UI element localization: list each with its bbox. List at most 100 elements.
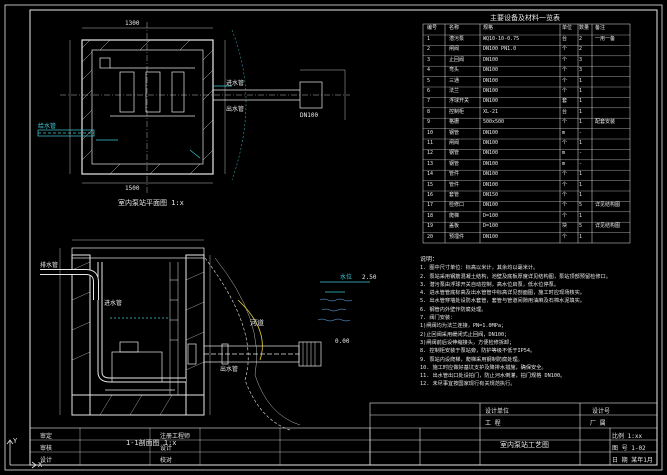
table-cell-spec: DN100 <box>483 98 499 105</box>
table-cell-no: 7 <box>427 98 431 105</box>
tb-approve: 审定 <box>40 433 53 440</box>
section-label-level: 水位 <box>340 274 353 281</box>
table-cell-qty: 1 <box>579 98 583 105</box>
table-cell-qty: 1 <box>579 140 583 146</box>
table-cell-name: 钢管 <box>449 160 460 167</box>
section-elev-pipe: 0.00 <box>335 338 350 345</box>
table-cell-spec: DN100 <box>483 77 499 84</box>
table-cell-unit: 块 <box>562 223 568 230</box>
note-line: 8. 控制柜安装于泵站旁，防护等级不低于IP54。 <box>420 348 536 355</box>
plan-label-intake: 进水管 <box>226 80 245 87</box>
section-elev-top: 2.50 <box>362 274 377 281</box>
plan-caption: 室内泵站平面图 1:x <box>118 199 184 207</box>
table-cell-spec: XL-21 <box>483 108 499 115</box>
table-cell-name: 管件 <box>449 171 460 178</box>
table-cell-spec: DN150 <box>483 192 499 198</box>
table-cell-spec: DN100 <box>483 140 499 146</box>
table-cell-qty: 1 <box>579 171 583 178</box>
table-cell-unit: 个 <box>562 88 568 94</box>
table-cell-spec: D=100 <box>483 212 499 219</box>
table-cell-qty: 3 <box>579 67 583 74</box>
ucs-axis-icon[interactable] <box>6 439 37 469</box>
table-cell-spec: 500x500 <box>483 119 505 126</box>
tb-design-name: 校对 <box>160 457 173 464</box>
section-label-drain: 排水管 <box>40 262 59 269</box>
river-bank-line-2 <box>214 257 301 426</box>
table-cell-name: 法兰 <box>449 88 460 94</box>
tb-check: 审核 <box>40 445 53 452</box>
table-cell-unit: 个 <box>562 46 568 53</box>
note-line: 7. 阀门安装： <box>420 315 456 322</box>
table-cell-name: 钢管 <box>449 150 460 157</box>
table-cell-spec: DN100 <box>483 202 499 209</box>
river-bank-line <box>204 257 291 431</box>
tb-design-unit: 设计单位 <box>485 408 510 415</box>
ucs-y-label: Y <box>13 437 18 445</box>
table-cell-unit: 个 <box>562 140 568 146</box>
plan-view <box>37 22 350 195</box>
tb-sheet-type: 厂 属 <box>590 420 606 427</box>
table-cell-no: 2 <box>427 46 431 53</box>
table-cell-unit: 个 <box>562 202 568 209</box>
table-cell-no: 12 <box>427 150 434 157</box>
slope-line <box>231 29 247 181</box>
table-cell-unit: 个 <box>562 77 568 84</box>
table-cell-spec: DN100 <box>483 150 499 157</box>
note-line: 10. 施工时应做好基坑支护及降排水措施，确保安全。 <box>420 364 547 371</box>
table-cell-spec: DN100 <box>483 88 499 94</box>
table-cell-qty: 3 <box>579 56 583 63</box>
section-label-outlet: 出水管 <box>220 366 239 373</box>
table-cell-name: 止回阀 <box>449 56 465 63</box>
table-cell-spec: DN100 <box>483 129 499 136</box>
table-cell-qty: 5 <box>579 223 583 230</box>
table-cell-unit: 个 <box>562 67 568 74</box>
tb-scale: 比例 1:xx <box>612 433 643 440</box>
tb-design: 设计 <box>40 457 53 464</box>
table-cell-unit: m <box>562 160 566 167</box>
table-cell-note: 详见结构图 <box>595 202 621 209</box>
table-cell-note: 详见结构图 <box>595 223 621 230</box>
note-line: 5. 出水管穿墙处设防水套管，套管与管道间隙用油麻及石棉水泥填实。 <box>420 298 585 305</box>
tb-date: 日 期 某年1月 <box>612 457 653 464</box>
note-line: 9. 泵站内设爬梯，爬梯采用钢制防腐处理。 <box>420 356 523 363</box>
table-cell-unit: 个 <box>562 181 568 188</box>
table-cell-unit: 台 <box>562 36 568 42</box>
table-cell-note: 一用一备 <box>595 36 616 42</box>
table-cell-no: 10 <box>427 129 434 136</box>
title-block-grid <box>369 402 658 466</box>
table-cell-unit: 个 <box>562 212 568 219</box>
note-line: 1)闸阀均为法兰连接，PN=1.0MPa； <box>420 323 507 330</box>
plan-label-dn: DN100 <box>300 112 319 119</box>
tb-sheet-no: 图 号 1-02 <box>612 445 646 452</box>
col-spec: 规格 <box>483 25 494 31</box>
table-cell-no: 6 <box>427 88 431 94</box>
table-cell-no: 17 <box>427 202 434 209</box>
tb-project: 工 程 <box>485 420 501 427</box>
table-cell-qty: 1 <box>579 212 583 219</box>
section-caption: 1-1剖面图 1:x <box>126 439 177 447</box>
col-name: 名称 <box>449 25 460 31</box>
table-cell-qty: 2 <box>579 36 583 42</box>
table-cell-qty: - <box>579 150 583 157</box>
col-unit: 单位 <box>562 25 573 31</box>
plan-dim-top: 1300 <box>125 20 140 27</box>
tb-approve-name: 注册工程师 <box>160 433 191 440</box>
table-cell-no: 9 <box>427 119 431 126</box>
table-cell-unit: m <box>562 129 566 136</box>
table-cell-spec: DN100 <box>483 171 499 178</box>
table-cell-no: 11 <box>427 140 434 146</box>
table-cell-qty: 2 <box>579 46 583 53</box>
table-cell-qty: 1 <box>579 181 583 188</box>
section-view <box>40 239 370 416</box>
